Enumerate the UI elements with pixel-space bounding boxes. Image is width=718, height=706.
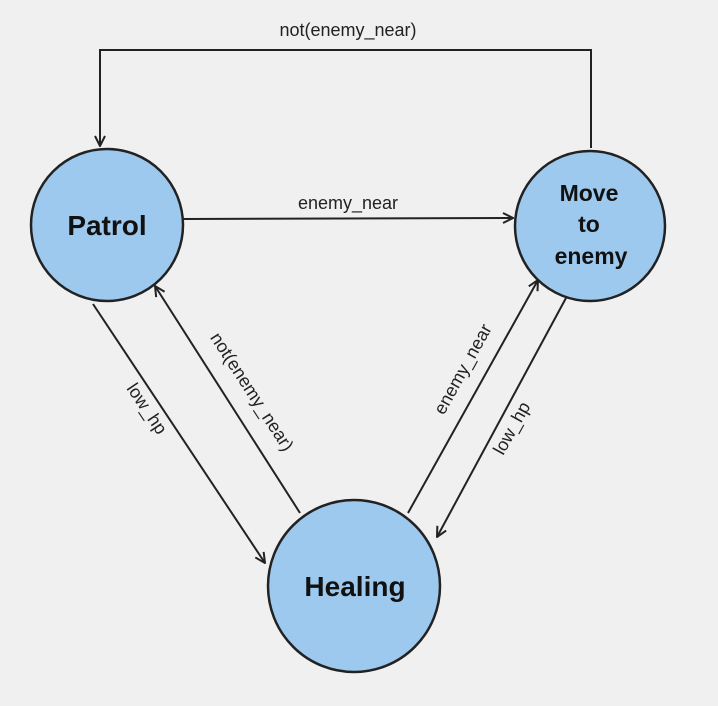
healing-circle xyxy=(266,498,442,674)
edge-label-move-to-patrol: not(enemy_near) xyxy=(279,20,416,41)
patrol-circle xyxy=(29,147,185,303)
edge-patrol-to-healing xyxy=(92,303,265,563)
patrol-label: Patrol xyxy=(67,210,146,241)
edge-move-to-healing xyxy=(437,297,567,537)
state-node-patrol: Patrol xyxy=(29,147,185,303)
edge-patrol-to-move xyxy=(183,218,513,219)
healing-label: Healing xyxy=(304,571,405,602)
edge-move-to-patrol xyxy=(100,49,592,148)
state-node-healing: Healing xyxy=(266,498,442,674)
edge-label-healing-to-move: enemy_near xyxy=(430,320,497,418)
edge-healing-to-move xyxy=(407,280,538,514)
move-to-enemy-label-line-3: enemy xyxy=(555,243,628,269)
edge-healing-to-patrol xyxy=(155,286,301,514)
move-to-enemy-circle xyxy=(513,149,667,303)
move-to-enemy-label-line-1: Move xyxy=(560,180,619,206)
edges-group: not(enemy_near) enemy_near low_hp not(en… xyxy=(92,20,592,563)
move-to-enemy-label-line-2: to xyxy=(578,211,600,237)
edge-label-patrol-to-move: enemy_near xyxy=(298,193,398,214)
state-node-move-to-enemy: Move to enemy xyxy=(513,149,667,303)
